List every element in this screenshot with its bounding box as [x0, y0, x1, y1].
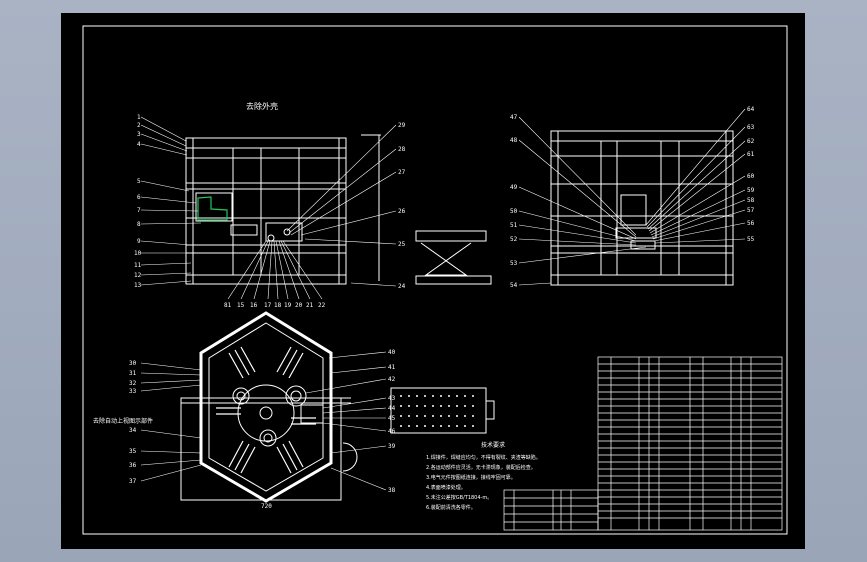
cad-drawing: 去除外壳 [82, 25, 788, 535]
note-line: 5.未注公差按GB/T1804-m。 [426, 494, 492, 501]
callout-label: 59 [747, 187, 755, 194]
plan-grid-dots [400, 395, 474, 427]
cad-viewport[interactable]: 去除外壳 [61, 13, 805, 549]
callout-label: 5 [137, 178, 141, 185]
callout-label: 4 [137, 141, 141, 148]
callout-label: 61 [747, 151, 755, 158]
callout-label: 60 [747, 173, 755, 180]
callout-label: 47 [510, 114, 518, 121]
callout-label: 52 [510, 236, 518, 243]
callout-label: 40 [388, 349, 396, 356]
front-callouts-bottom [227, 240, 323, 300]
front-callout-labels-right: 29 28 27 26 25 24 [398, 122, 406, 290]
title-block [503, 489, 599, 531]
callout-label: 22 [318, 302, 326, 309]
callout-label: 81 [224, 302, 232, 309]
callout-label: 24 [398, 283, 406, 290]
side-callouts-left [518, 116, 647, 286]
callout-label: 32 [129, 380, 137, 387]
callout-label: 37 [129, 478, 137, 485]
front-callout-labels-left: 1 2 3 4 5 6 7 8 9 10 11 12 13 [134, 114, 142, 289]
callout-label: 51 [510, 222, 518, 229]
note-line: 2.各运动部件应灵活，无卡滞现象，装配后检查。 [426, 464, 536, 471]
parts-list [597, 356, 783, 531]
plan-view-title: 去除自动上视图示部件 [93, 417, 153, 425]
callout-label: 6 [137, 194, 141, 201]
callout-label: 34 [129, 427, 137, 434]
callout-label: 8 [137, 221, 141, 228]
callout-label: 17 [264, 302, 272, 309]
plan-view [180, 311, 495, 503]
callout-label: 38 [388, 487, 396, 494]
callout-label: 53 [510, 260, 518, 267]
plan-callouts-left [140, 362, 202, 482]
front-view: 去除外壳 [185, 101, 492, 285]
side-view [550, 130, 734, 286]
callout-label: 2 [137, 122, 141, 129]
callout-label: 56 [747, 220, 755, 227]
plan-callouts-right [305, 351, 387, 491]
side-callouts-right [645, 108, 746, 244]
front-callouts-right [286, 124, 397, 287]
callout-label: 29 [398, 122, 406, 129]
note-line: 1.焊接件，焊缝应均匀，不得有裂纹、夹渣等缺陷。 [426, 454, 541, 461]
callout-label: 42 [388, 376, 396, 383]
callout-label: 62 [747, 138, 755, 145]
callout-label: 11 [134, 262, 142, 269]
callout-label: 1 [137, 114, 141, 121]
callout-label: 43 [388, 395, 396, 402]
callout-label: 19 [284, 302, 292, 309]
callout-label: 25 [398, 241, 406, 248]
callout-label: 58 [747, 197, 755, 204]
callout-label: 49 [510, 184, 518, 191]
callout-label: 16 [250, 302, 258, 309]
callout-label: 13 [134, 282, 142, 289]
callout-label: 10 [134, 250, 142, 257]
callout-label: 28 [398, 146, 406, 153]
plan-callout-labels-right: 40 41 42 43 44 45 46 39 38 [388, 349, 396, 494]
plan-callout-labels-left: 30 31 32 33 34 35 36 37 [129, 360, 137, 485]
callout-label: 36 [129, 462, 137, 469]
callout-label: 26 [398, 208, 406, 215]
front-callouts-left [140, 116, 202, 286]
plan-bottom-label: 720 [261, 503, 272, 510]
callout-label: 7 [137, 207, 141, 214]
callout-label: 15 [237, 302, 245, 309]
note-line: 4.表面喷漆处理。 [426, 484, 466, 491]
callout-label: 48 [510, 137, 518, 144]
highlighted-component [197, 196, 228, 221]
callout-label: 46 [388, 428, 396, 435]
front-callout-labels-bottom: 81 15 16 17 18 19 20 21 22 [224, 302, 326, 309]
callout-label: 55 [747, 236, 755, 243]
front-view-title: 去除外壳 [246, 101, 278, 111]
callout-label: 9 [137, 238, 141, 245]
side-callout-labels-left: 47 48 49 50 51 52 53 54 [510, 114, 518, 289]
callout-label: 57 [747, 207, 755, 214]
callout-label: 54 [510, 282, 518, 289]
callout-label: 64 [747, 106, 755, 113]
callout-label: 3 [137, 131, 141, 138]
side-callout-labels-right: 64 63 62 61 60 59 58 57 56 55 [747, 106, 755, 243]
callout-label: 12 [134, 272, 142, 279]
callout-label: 20 [295, 302, 303, 309]
note-line: 3.电气元件按图纸连接，接线牢固可靠。 [426, 474, 516, 481]
technical-notes: 技术要求 1.焊接件，焊缝应均匀，不得有裂纹、夹渣等缺陷。 2.各运动部件应灵活… [426, 441, 541, 511]
note-line: 6.装配前清洗各零件。 [426, 504, 476, 511]
callout-label: 30 [129, 360, 137, 367]
callout-label: 63 [747, 124, 755, 131]
callout-label: 21 [306, 302, 314, 309]
callout-label: 31 [129, 370, 137, 377]
callout-label: 27 [398, 169, 406, 176]
callout-label: 18 [274, 302, 282, 309]
callout-label: 33 [129, 388, 137, 395]
callout-label: 35 [129, 448, 137, 455]
callout-label: 44 [388, 405, 396, 412]
callout-label: 41 [388, 364, 396, 371]
drawing-border [82, 25, 788, 535]
callout-label: 39 [388, 443, 396, 450]
callout-label: 50 [510, 208, 518, 215]
notes-title: 技术要求 [481, 441, 505, 449]
callout-label: 45 [388, 415, 396, 422]
